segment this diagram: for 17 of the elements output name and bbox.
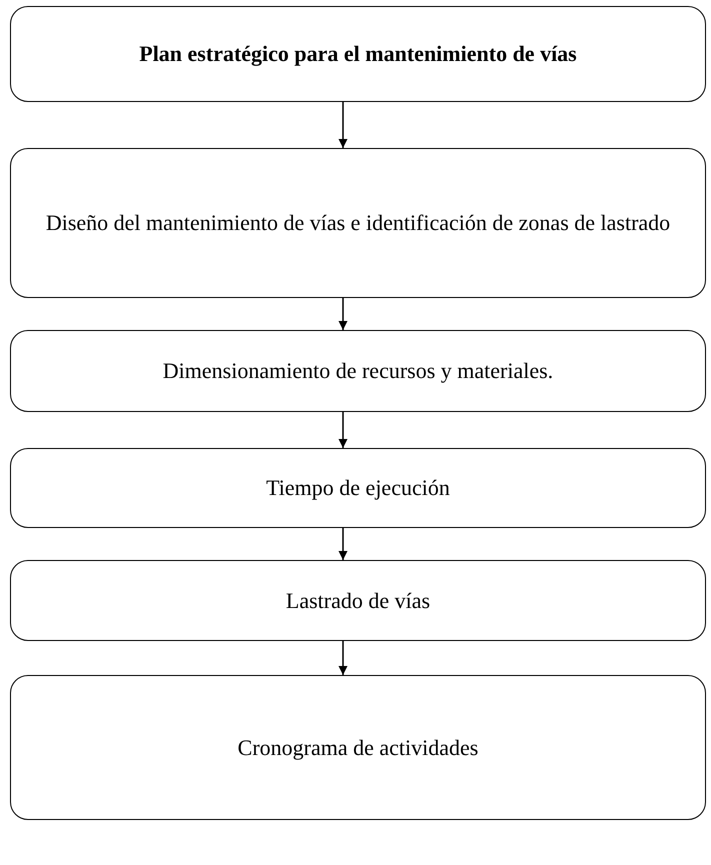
process-box	[10, 448, 706, 528]
step-text: Tiempo de ejecución	[266, 474, 450, 502]
step-text: Lastrado de vías	[286, 586, 430, 614]
process-box	[10, 6, 706, 102]
heading-text: Plan estratégico para el mantenimiento de vías	[139, 40, 577, 68]
arrow	[338, 528, 348, 560]
arrow	[338, 641, 348, 675]
process-box	[10, 148, 706, 298]
arrow	[338, 298, 348, 330]
step-text: Dimensionamiento de recursos y materiales.	[162, 357, 554, 385]
arrow	[338, 102, 348, 148]
process-box	[10, 560, 706, 641]
step-text: Diseño del mantenimiento de vías e identificación de zonas de lastrado	[46, 209, 670, 237]
arrow	[338, 412, 348, 448]
process-box	[10, 675, 706, 820]
process-box	[10, 330, 706, 412]
step-text: Cronograma de actividades	[238, 734, 478, 762]
